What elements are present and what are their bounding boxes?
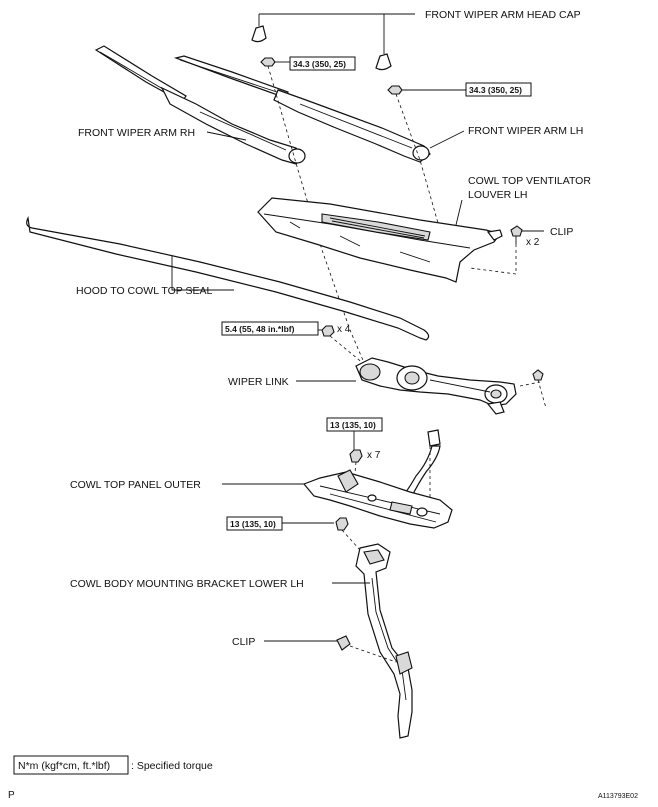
bracket-bolt bbox=[335, 517, 349, 531]
clip-top-label: CLIP bbox=[550, 226, 573, 238]
clip-top bbox=[510, 225, 523, 244]
dash-link-bolt bbox=[329, 335, 365, 365]
cowl-top-ventilator-louver bbox=[257, 197, 503, 283]
link-bolt-qty: x 4 bbox=[337, 324, 351, 335]
legend-torque-unit: N*m (kgf*cm, ft.*lbf) bbox=[18, 760, 110, 772]
wiper-link-label: WIPER LINK bbox=[228, 376, 289, 388]
cowl-body-mounting-bracket bbox=[355, 543, 413, 739]
bracket-torque: 13 (135, 10) bbox=[230, 519, 276, 529]
footer-figure-id: A113793E02 bbox=[598, 793, 638, 800]
dash-rh-nut-to-link bbox=[267, 65, 366, 366]
arm-rh-nut bbox=[260, 57, 276, 67]
link-torque: 5.4 (55, 48 in.*lbf) bbox=[225, 324, 295, 334]
clip-bottom-label: CLIP bbox=[232, 636, 255, 648]
head-cap-left bbox=[251, 14, 267, 43]
panel-bolt-qty: x 7 bbox=[367, 450, 381, 461]
louver-label-line2: LOUVER LH bbox=[468, 189, 528, 201]
hood-to-cowl-top-seal bbox=[26, 216, 430, 341]
arm-rh-torque: 34.3 (350, 25) bbox=[293, 59, 346, 69]
clip-bottom bbox=[336, 635, 351, 651]
clip-top-qty: x 2 bbox=[526, 237, 540, 248]
link-bolt bbox=[321, 325, 335, 337]
head-cap-right bbox=[375, 14, 392, 71]
front-wiper-arm-rh bbox=[94, 45, 306, 165]
panel-bolt bbox=[349, 449, 363, 463]
dash-lh-nut-to-louver bbox=[395, 93, 441, 231]
legend-torque-box bbox=[13, 755, 129, 775]
arm-rh-torque-box bbox=[289, 56, 356, 71]
arm-lh-leader bbox=[429, 130, 465, 149]
panel-torque: 13 (135, 10) bbox=[330, 420, 376, 430]
bracket-torque-box bbox=[226, 516, 283, 531]
arm-lh-label: FRONT WIPER ARM LH bbox=[468, 125, 583, 137]
arm-lh-nut bbox=[387, 85, 403, 95]
dash-clip-top bbox=[469, 244, 517, 275]
legend-torque-text: : Specified torque bbox=[131, 760, 213, 772]
louver-leader bbox=[455, 199, 463, 226]
front-wiper-arm-lh bbox=[173, 55, 431, 163]
louver-label-line1: COWL TOP VENTILATOR bbox=[468, 175, 591, 187]
link-torque-box bbox=[221, 321, 319, 336]
cowl-panel-label: COWL TOP PANEL OUTER bbox=[70, 479, 201, 491]
link-side-bolt bbox=[532, 369, 544, 381]
wiper-link-assembly bbox=[355, 357, 517, 415]
head-cap-label: FRONT WIPER ARM HEAD CAP bbox=[425, 9, 581, 21]
cowl-top-panel-outer bbox=[302, 469, 453, 529]
arm-rh-leader bbox=[206, 131, 247, 141]
arm-rh-label: FRONT WIPER ARM RH bbox=[78, 127, 195, 139]
dash-clip-bottom bbox=[349, 645, 397, 663]
dash-link-side-bolt bbox=[519, 379, 547, 409]
hood-seal-leader bbox=[171, 256, 234, 291]
wire-harness bbox=[402, 429, 441, 497]
arm-lh-torque-box bbox=[465, 82, 532, 97]
footer-page-mark: P bbox=[8, 790, 15, 801]
bracket-label: COWL BODY MOUNTING BRACKET LOWER LH bbox=[70, 578, 304, 590]
hood-seal-label: HOOD TO COWL TOP SEAL bbox=[76, 285, 213, 297]
arm-lh-torque: 34.3 (350, 25) bbox=[469, 85, 522, 95]
panel-torque-box bbox=[326, 417, 383, 432]
dash-bracket-bolt bbox=[341, 529, 361, 551]
